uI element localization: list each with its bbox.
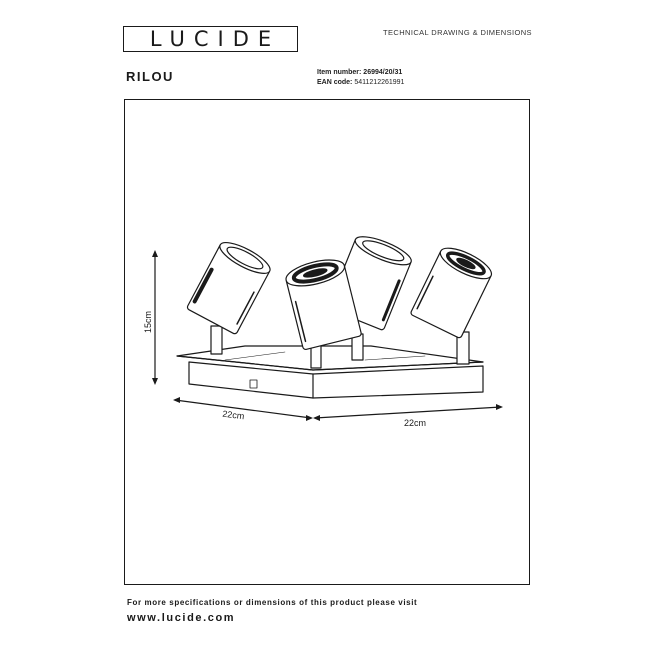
ean-code-label: EAN code: [317, 79, 353, 86]
item-number-value: 26994/20/31 [363, 69, 403, 76]
width-dimension-left-label: 22cm [222, 409, 245, 422]
brand-logo: LUCIDE [123, 26, 298, 52]
spotlight-2 [285, 259, 362, 351]
width-dimension-right-label: 22cm [404, 418, 426, 428]
technical-drawing: 15cm 22cm 22cm [143, 236, 503, 428]
item-number: Item number: 26994/20/31 [317, 69, 402, 76]
ceiling-plate [176, 345, 484, 399]
technical-drawing-frame: 15cm 22cm 22cm [124, 99, 530, 585]
document-type-label: TECHNICAL DRAWING & DIMENSIONS [383, 28, 532, 37]
footer-website-link[interactable]: www.lucide.com [127, 612, 236, 624]
width-dimension-right [313, 404, 503, 421]
width-dimension-left [173, 397, 313, 421]
footer-info-text: For more specifications or dimensions of… [127, 598, 418, 607]
height-dimension [152, 250, 158, 385]
item-number-label: Item number: [317, 69, 362, 76]
ean-code: EAN code: 5411212261991 [317, 79, 404, 86]
spotlight-1 [186, 242, 271, 335]
spotlight-3 [410, 247, 493, 339]
ean-code-value: 5411212261991 [354, 79, 405, 86]
product-name: RILOU [126, 69, 174, 84]
height-dimension-label: 15cm [143, 311, 153, 333]
